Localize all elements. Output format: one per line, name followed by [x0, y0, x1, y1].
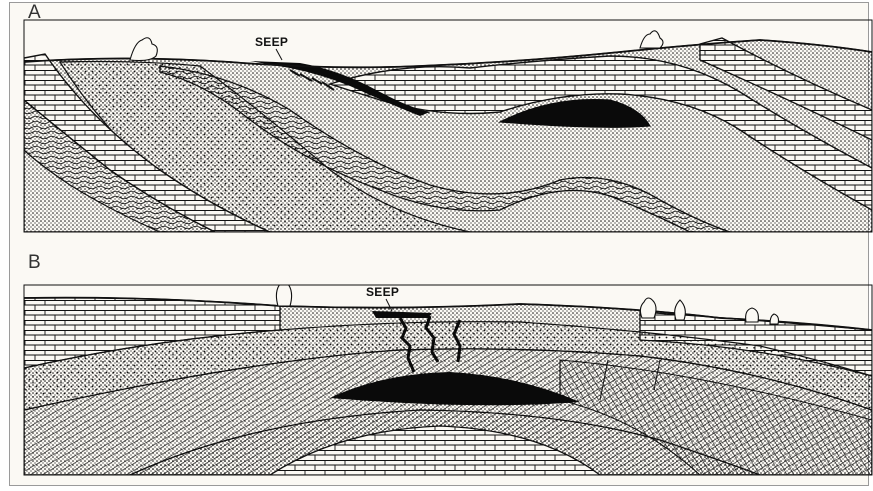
panel-a — [24, 31, 872, 232]
panel-letter-a: A — [28, 2, 41, 23]
panel-letter-b: B — [28, 252, 41, 273]
seep-label-b: SEEP — [366, 285, 399, 299]
seep-leader-a — [276, 49, 282, 60]
seep-label-a: SEEP — [255, 35, 288, 49]
panel-b — [24, 268, 872, 475]
